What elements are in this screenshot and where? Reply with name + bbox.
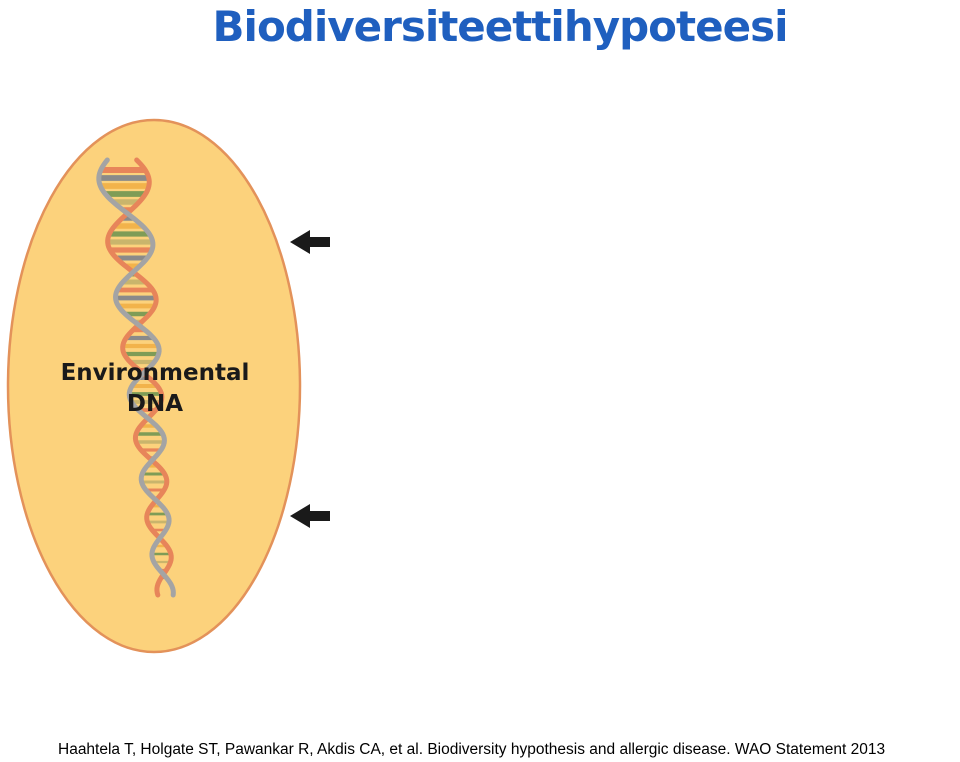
arrow-left-icon — [290, 504, 330, 528]
page-title: Biodiversiteettihypoteesi — [212, 2, 789, 51]
dna-strand — [105, 157, 174, 598]
dna-helix-icon — [96, 157, 176, 598]
environmental-label: Environmental — [61, 360, 250, 386]
dna-label: DNA — [127, 391, 183, 417]
arrow-left-icon — [290, 230, 330, 254]
citation-text: Haahtela T, Holgate ST, Pawankar R, Akdi… — [58, 741, 886, 758]
dna-strand — [96, 157, 176, 598]
